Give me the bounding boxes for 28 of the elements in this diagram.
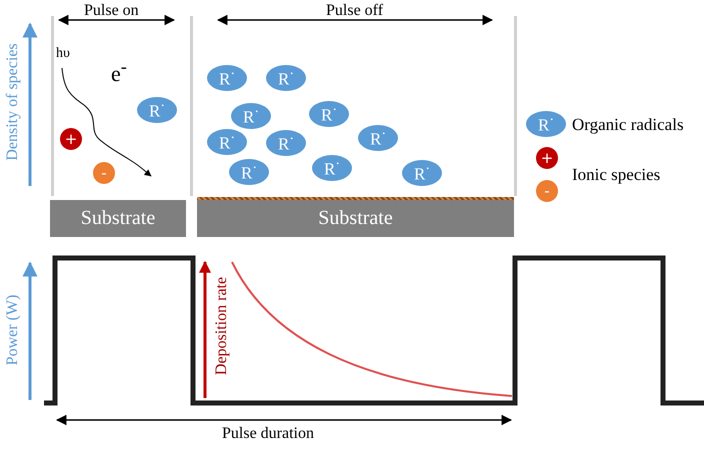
radical-ellipse: R$^{·}$ — [266, 65, 306, 91]
radical-ellipse: R$^{·}$ — [358, 125, 398, 151]
substrate-block: Substrate — [50, 200, 186, 237]
radical-ellipse: R$^{·}$ — [229, 159, 269, 185]
radical-ellipse: R$^{·}$ — [266, 130, 306, 156]
radical-ellipse: R$^{·}$ — [137, 97, 177, 123]
positive-ion: + — [536, 147, 558, 169]
radical-ellipse: R$^{·}$ — [312, 155, 352, 181]
radical-ellipse: R$^{·}$ — [207, 65, 247, 91]
dimension-label: Pulse duration — [222, 426, 314, 442]
dimension-label: Pulse on — [84, 3, 139, 19]
negative-ion: - — [536, 180, 558, 202]
radical-ellipse: R$^{·}$ — [231, 103, 271, 129]
radical-ellipse: R$^{·}$ — [207, 129, 247, 155]
legend-label: Organic radicals — [572, 116, 684, 133]
photon-label: hυ — [56, 47, 70, 61]
dimension-label: Pulse off — [326, 3, 384, 19]
substrate-block: Substrate — [197, 200, 514, 237]
electron-label: e$^{-}$ — [111, 58, 127, 86]
curve-label: Deposition rate — [214, 276, 230, 376]
positive-ion: + — [60, 128, 82, 150]
radical-ellipse: R$^{·}$ — [309, 101, 349, 127]
radical-ellipse: R$^{·}$ — [526, 111, 566, 137]
axis-label: Power (W) — [5, 294, 21, 366]
legend-label: Ionic species — [572, 166, 660, 183]
axis-label: Density of species — [5, 43, 21, 161]
negative-ion: - — [93, 162, 115, 184]
radical-ellipse: R$^{·}$ — [402, 160, 442, 186]
